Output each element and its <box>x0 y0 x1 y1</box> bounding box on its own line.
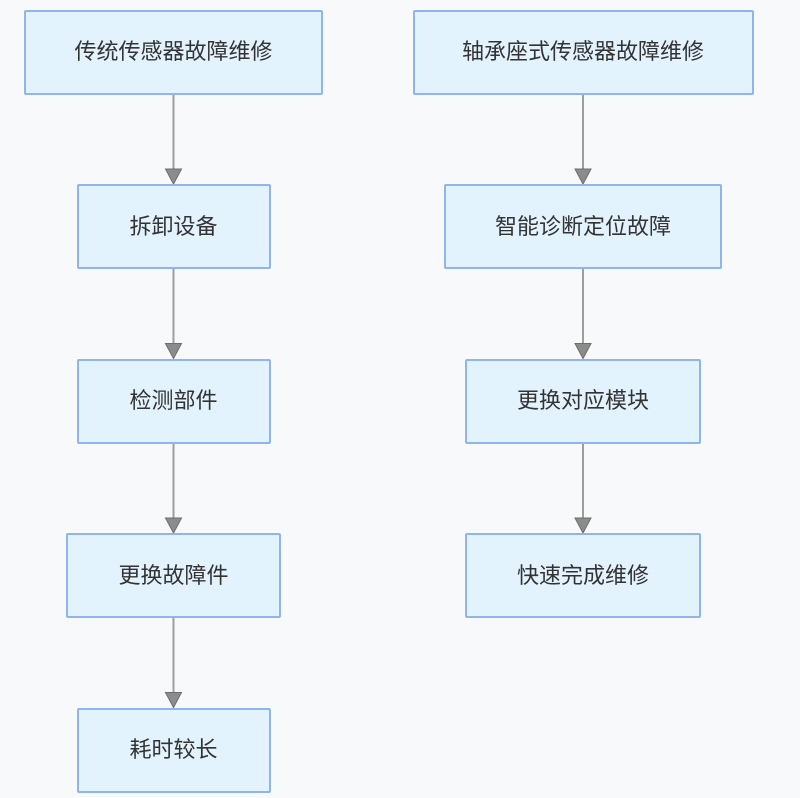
flow-arrow-traditional-sensor-repair-1 <box>164 269 183 360</box>
flow-node-bearing-seat-sensor-repair-3: 快速完成维修 <box>465 533 701 618</box>
flow-arrow-traditional-sensor-repair-3 <box>164 618 183 709</box>
arrow-head-icon <box>574 168 592 186</box>
flow-node-traditional-sensor-repair-2: 检测部件 <box>76 358 271 444</box>
flow-node-traditional-sensor-repair-0: 传统传感器故障维修 <box>24 9 323 95</box>
arrow-head-icon <box>164 517 183 535</box>
arrow-head-icon <box>574 343 592 360</box>
flow-arrow-traditional-sensor-repair-2 <box>164 443 183 535</box>
flow-node-traditional-sensor-repair-1: 拆卸设备 <box>76 184 271 269</box>
flow-node-traditional-sensor-repair-3: 更换故障件 <box>66 533 281 618</box>
arrow-head-icon <box>164 168 183 186</box>
arrow-head-icon <box>164 343 183 360</box>
flow-node-traditional-sensor-repair-4: 耗时较长 <box>76 707 271 793</box>
flow-node-bearing-seat-sensor-repair-0: 轴承座式传感器故障维修 <box>412 9 754 95</box>
flow-node-bearing-seat-sensor-repair-1: 智能诊断定位故障 <box>444 184 722 269</box>
arrow-head-icon <box>574 517 592 535</box>
arrow-head-icon <box>164 692 183 709</box>
flow-arrow-bearing-seat-sensor-repair-1 <box>574 269 592 360</box>
flow-arrow-bearing-seat-sensor-repair-0 <box>574 94 592 186</box>
flow-arrow-bearing-seat-sensor-repair-2 <box>574 443 592 535</box>
flow-arrow-traditional-sensor-repair-0 <box>164 94 183 186</box>
flow-node-bearing-seat-sensor-repair-2: 更换对应模块 <box>465 358 701 444</box>
